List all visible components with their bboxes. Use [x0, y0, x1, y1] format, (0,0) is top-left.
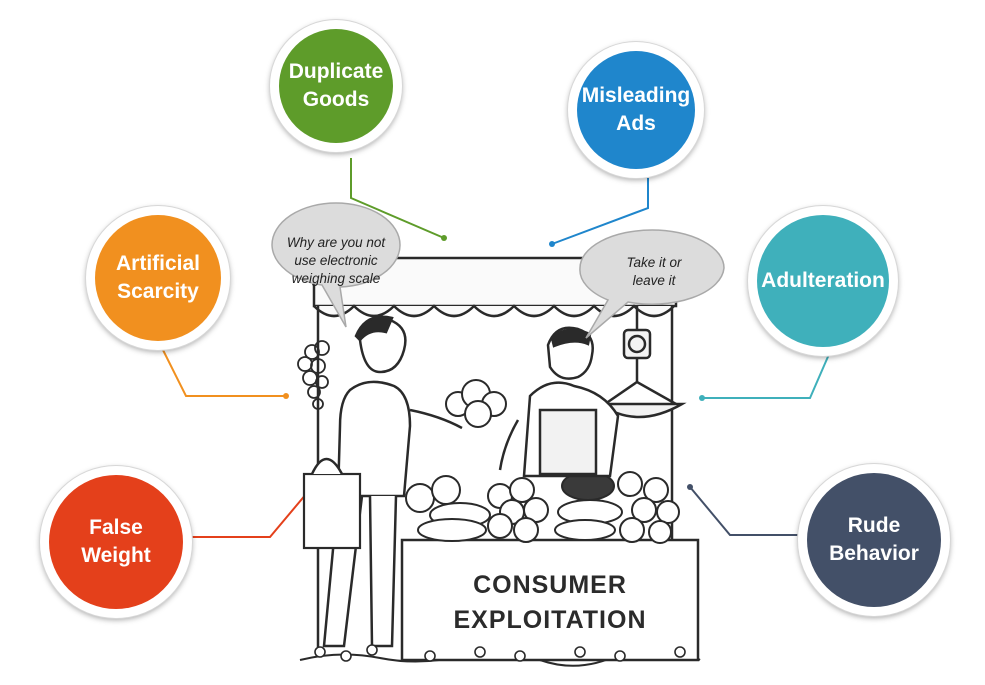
grapes — [297, 340, 330, 410]
node-false-weight-line2: Weight — [81, 544, 151, 567]
node-false-weight-line1: False — [89, 515, 143, 539]
market-stall-illustration — [297, 256, 701, 667]
sign-line1: CONSUMER — [473, 571, 627, 599]
customer-speech-line1: Why are you not — [286, 235, 386, 250]
connector-misleading-ads — [551, 178, 649, 245]
connector-artificial-scarcity — [161, 347, 286, 397]
node-artificial-scarcity-line2: Scarcity — [117, 280, 199, 303]
cauliflower — [445, 379, 507, 428]
vendor-speech-bubble — [579, 229, 725, 339]
counter-sign: CONSUMER EXPLOITATION — [410, 568, 690, 638]
customer-figure — [302, 315, 463, 648]
node-adulteration: Adulteration — [757, 215, 889, 347]
node-false-weight: False Weight — [49, 475, 183, 609]
hanging-scale-drawing — [596, 306, 687, 419]
speech-bubbles — [271, 202, 725, 339]
node-artificial-scarcity-line1: Artificial — [115, 251, 201, 275]
ground-flowers — [314, 644, 686, 662]
node-duplicate-goods: Duplicate Goods — [279, 29, 393, 143]
vendor-speech-text: Take it or leave it — [600, 254, 708, 290]
node-rude-behavior: Rude Behavior — [807, 473, 941, 607]
node-misleading-ads-line1: Misleading — [581, 83, 691, 107]
node-rude-behavior-line1: Rude — [847, 513, 901, 537]
node-misleading-ads-line2: Ads — [616, 112, 656, 135]
vendor-figure — [498, 326, 620, 478]
vendor-speech-line2: leave it — [632, 273, 676, 289]
connector-rude-behavior — [689, 486, 800, 536]
node-artificial-scarcity: Artificial Scarcity — [95, 215, 221, 341]
vendor-speech-line1: Take it or — [626, 255, 682, 270]
customer-speech-line3: weighing scale — [291, 271, 381, 287]
connector-duplicate-goods — [350, 158, 445, 239]
stall-counter — [400, 538, 700, 662]
node-duplicate-goods-line1: Duplicate — [288, 59, 384, 83]
sign-line2: EXPLOITATION — [453, 606, 647, 634]
connector-adulteration — [702, 351, 831, 399]
customer-speech-bubble — [271, 202, 401, 328]
produce-piles — [405, 471, 680, 544]
connectors — [161, 158, 831, 538]
customer-speech-text: Why are you not use electronic weighing … — [272, 234, 400, 289]
node-adulteration-line1: Adulteration — [761, 268, 885, 292]
node-duplicate-goods-line2: Goods — [302, 88, 370, 111]
node-misleading-ads: Misleading Ads — [577, 51, 695, 169]
customer-speech-line2: use electronic — [294, 253, 378, 269]
node-rude-behavior-line2: Behavior — [829, 542, 919, 565]
connector-false-weight — [192, 486, 313, 538]
